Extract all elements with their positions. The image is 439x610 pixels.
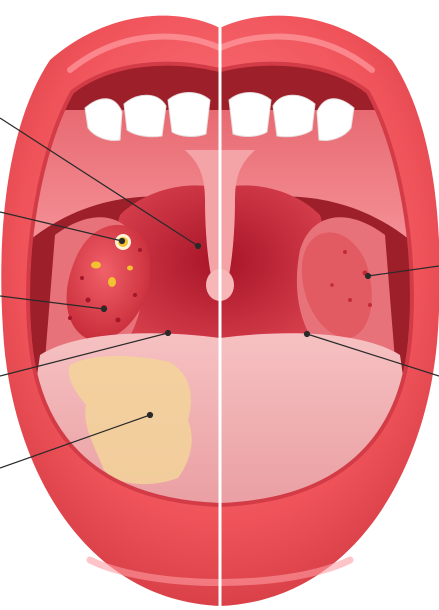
mouth-illustration bbox=[0, 0, 439, 610]
throat-diagram bbox=[0, 0, 439, 610]
